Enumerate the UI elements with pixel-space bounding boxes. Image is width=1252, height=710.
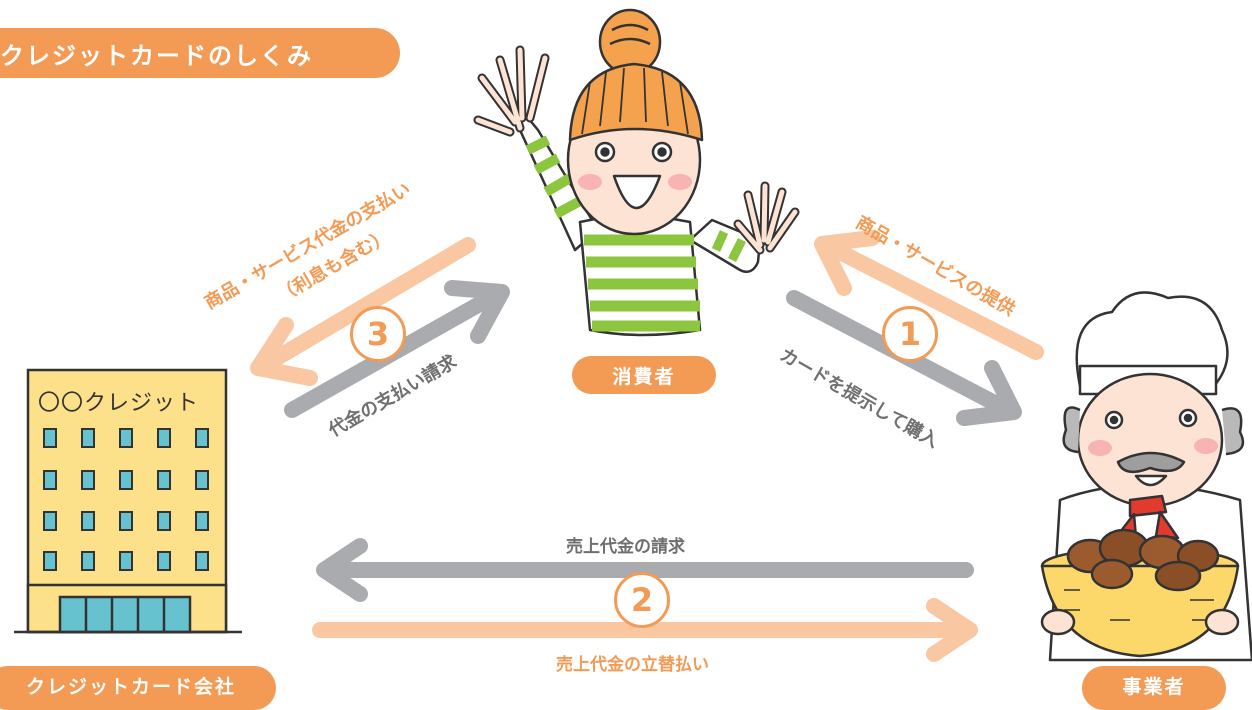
merchant-label: 事業者 [1082, 666, 1226, 710]
step2-billing-label: 売上代金の請求 [566, 537, 685, 557]
step3-number-badge: 3 [350, 306, 406, 362]
arrow-step3-payment [250, 237, 476, 386]
arrow-step2-billing [316, 538, 974, 602]
building-sign: 〇〇クレジット [38, 391, 200, 416]
step2-number-badge: 2 [614, 572, 670, 628]
consumer-illustration [473, 8, 800, 337]
company-building-illustration [14, 368, 242, 634]
arrow-step2-advance [312, 598, 978, 662]
arrow-step1-provide [814, 230, 1044, 360]
consumer-label: 消費者 [572, 356, 716, 394]
step1-number-badge: 1 [882, 306, 938, 362]
page-title: クレジットカードのしくみ [0, 28, 400, 78]
merchant-illustration [1040, 291, 1252, 662]
step2-advance-label: 売上代金の立替払い [556, 655, 709, 675]
company-label: クレジットカード会社 [0, 666, 276, 710]
